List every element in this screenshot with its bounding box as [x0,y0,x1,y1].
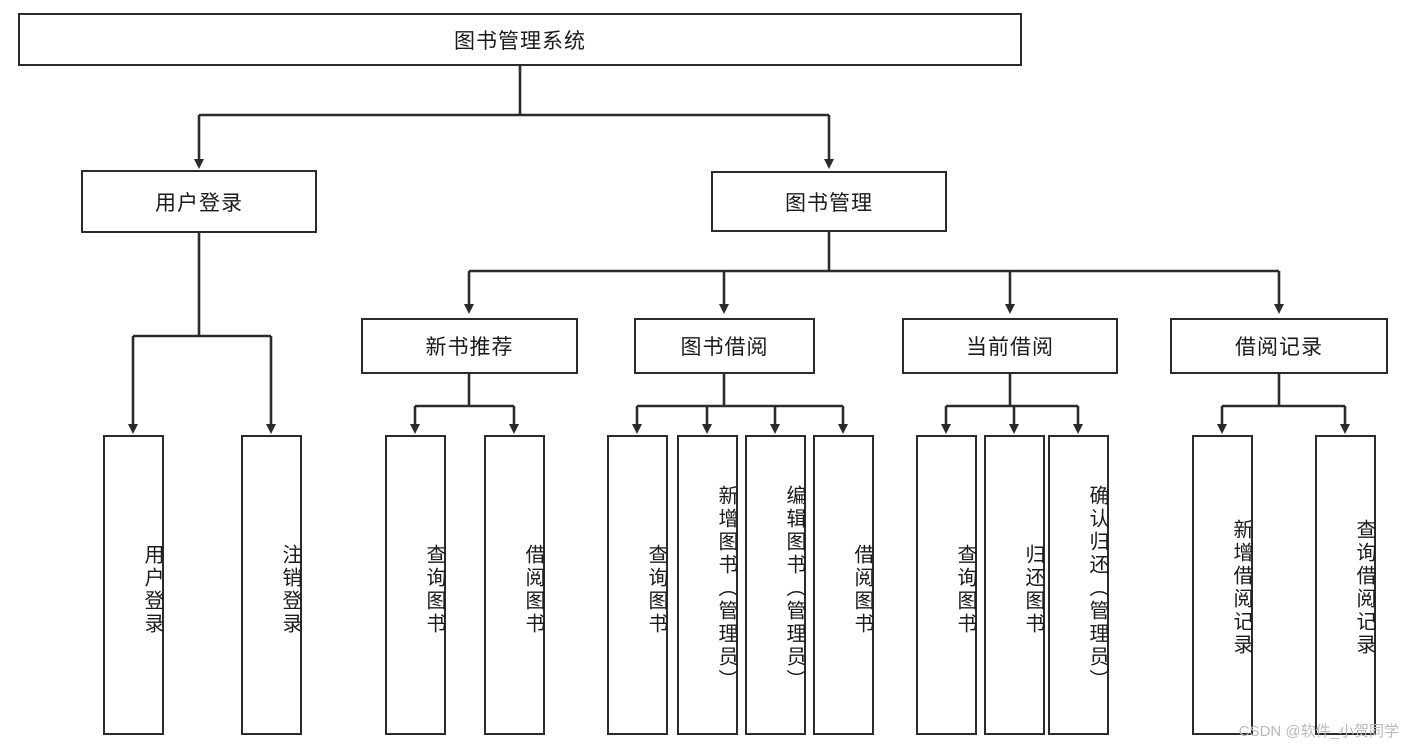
watermark-text: CSDN @软件_小贺同学 [1238,723,1399,740]
node-label: 确认归还（管理员） [1086,484,1108,692]
leaf-edit-book-admin[interactable]: 编辑图书（管理员） [745,435,806,735]
node-book-management[interactable]: 图书管理 [711,171,947,232]
node-label: 编辑图书（管理员） [783,484,805,692]
leaf-query-book-borrow[interactable]: 查询图书 [607,435,668,735]
node-label: 查询图书 [645,544,667,636]
node-label: 用户登录 [155,191,243,215]
node-label: 归还图书 [1022,544,1044,636]
node-label: 查询图书 [423,544,445,636]
node-label: 新增借阅记录 [1230,519,1252,657]
node-label: 新增图书（管理员） [715,484,737,692]
leaf-query-borrow-record[interactable]: 查询借阅记录 [1315,435,1376,735]
node-borrow-record[interactable]: 借阅记录 [1170,318,1388,374]
node-label: 图书管理系统 [454,29,586,53]
node-book-borrow[interactable]: 图书借阅 [634,318,815,374]
node-user-login[interactable]: 用户登录 [81,170,317,233]
leaf-add-book-admin[interactable]: 新增图书（管理员） [677,435,738,735]
node-label: 借阅图书 [851,544,873,636]
leaf-logout-login[interactable]: 注销登录 [241,435,302,735]
node-label: 查询借阅记录 [1353,519,1375,657]
leaf-query-book-recommend[interactable]: 查询图书 [385,435,446,735]
leaf-user-login[interactable]: 用户登录 [103,435,164,735]
node-label: 图书管理 [785,191,873,215]
leaf-confirm-return-admin[interactable]: 确认归还（管理员） [1048,435,1109,735]
node-label: 新书推荐 [425,336,514,359]
node-label: 借阅记录 [1235,336,1323,359]
node-new-book-recommend[interactable]: 新书推荐 [361,318,578,374]
leaf-return-book[interactable]: 归还图书 [984,435,1045,735]
node-root-system[interactable]: 图书管理系统 [18,13,1022,66]
leaf-add-borrow-record[interactable]: 新增借阅记录 [1192,435,1253,735]
node-label: 注销登录 [279,544,301,636]
node-current-borrow[interactable]: 当前借阅 [902,318,1118,374]
node-label: 借阅图书 [522,544,544,636]
leaf-query-book-current[interactable]: 查询图书 [916,435,977,735]
node-label: 图书借阅 [680,336,769,359]
node-label: 用户登录 [141,544,163,636]
leaf-borrow-book[interactable]: 借阅图书 [813,435,874,735]
node-label: 当前借阅 [966,336,1054,359]
leaf-borrow-book-recommend[interactable]: 借阅图书 [484,435,545,735]
node-label: 查询图书 [954,544,976,636]
